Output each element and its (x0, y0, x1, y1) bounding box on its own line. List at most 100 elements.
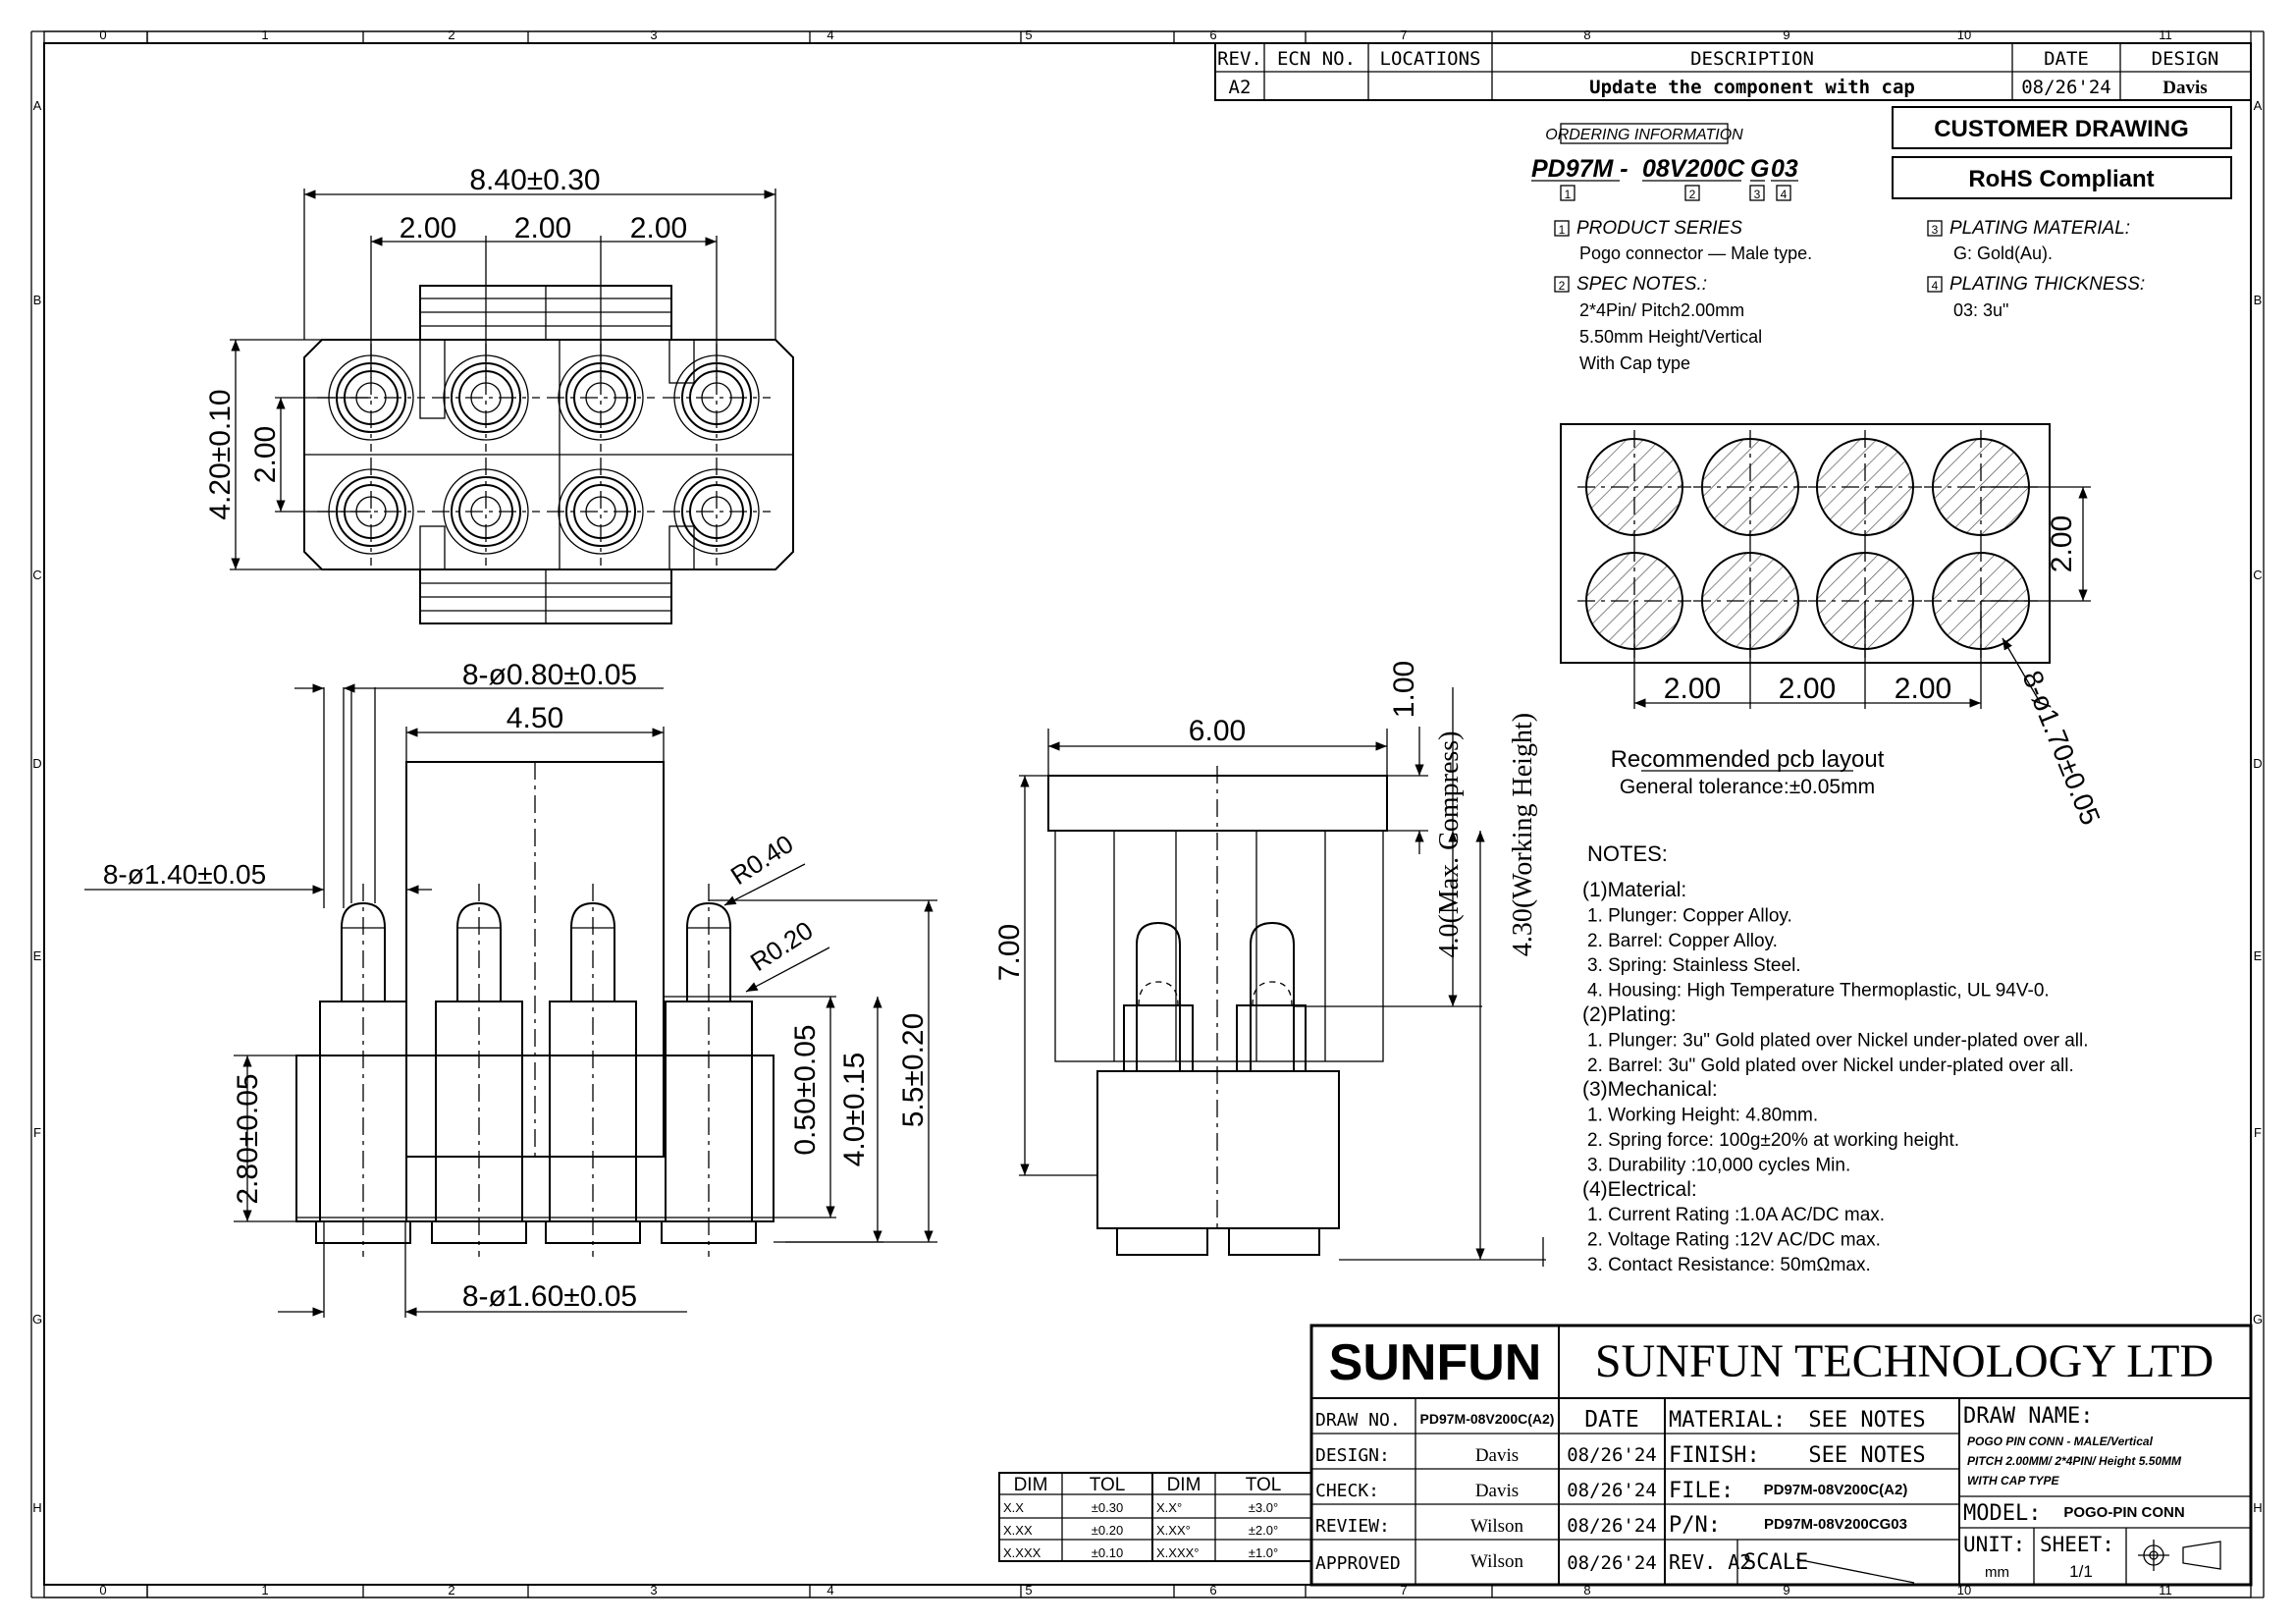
border-col-label: 1 (261, 1583, 268, 1597)
svg-text:08/26'24: 08/26'24 (1567, 1515, 1657, 1537)
note-line: 2. Voltage Rating :12V AC/DC max. (1587, 1230, 1881, 1251)
dim-overall-width: 8.40±0.30 (469, 164, 600, 196)
dim-pcb-hole: 8-ø1.70±0.05 (2016, 667, 2106, 830)
pogo-pin (431, 884, 527, 1257)
dim-pitch-2: 2.00 (514, 212, 571, 244)
company-name: SUNFUN TECHNOLOGY LTD (1595, 1335, 2214, 1387)
dim-row-pitch: 2.00 (249, 426, 282, 483)
model-name: POGO-PIN CONN (2063, 1504, 2184, 1521)
customer-drawing-badge: CUSTOMER DRAWING (1892, 106, 2232, 149)
designer: Davis (1475, 1445, 1519, 1466)
title-block: SUNFUN SUNFUN TECHNOLOGY LTD DRAW NO. PD… (1309, 1324, 2253, 1587)
border-col-label: 2 (448, 27, 454, 42)
svg-text:MODEL:: MODEL: (1963, 1501, 2041, 1526)
border-col-label: 3 (650, 27, 657, 42)
border-row-label: B (2254, 293, 2263, 307)
dim-55: 5.5±0.20 (897, 1013, 930, 1128)
svg-text:SHEET:: SHEET: (2040, 1533, 2114, 1556)
dim-barrel-diameter: 8-ø1.40±0.05 (103, 859, 266, 890)
svg-text:DESIGN:: DESIGN: (1315, 1445, 1390, 1466)
plating-material-title: PLATING MATERIAL: (1949, 218, 2130, 239)
part-plating: G (1750, 155, 1769, 183)
pcb-hole (1577, 430, 1691, 544)
plating-thickness-title: PLATING THICKNESS: (1949, 274, 2145, 295)
notes-lines: (1)Material:1. Plunger: Copper Alloy.2. … (1582, 879, 2089, 1275)
pin-hole (663, 458, 771, 566)
note-line: (1)Material: (1582, 879, 1686, 901)
dim-40: 4.0±0.15 (838, 1053, 871, 1167)
pogo-pin (661, 884, 757, 1257)
border-col-label: 7 (1400, 1583, 1407, 1597)
pcb-hole (1693, 430, 1807, 544)
note-line: 2. Barrel: Copper Alloy. (1587, 931, 1778, 951)
note-line: 3. Durability :10,000 cycles Min. (1587, 1155, 1850, 1175)
tol-dim: X.XXX (1003, 1545, 1041, 1560)
svg-text:4: 4 (1932, 279, 1939, 293)
svg-text:SEE NOTES: SEE NOTES (1808, 1408, 1925, 1433)
border-col-label: 3 (650, 1583, 657, 1597)
border-col-label: 8 (1583, 27, 1590, 42)
border-col-label: 5 (1025, 27, 1032, 42)
projection-symbol-icon (2138, 1540, 2221, 1571)
note-line: 3. Contact Resistance: 50mΩmax. (1587, 1255, 1871, 1275)
pcb-hole (1808, 430, 1922, 544)
description-value: Update the component with cap (1589, 77, 1915, 98)
revision-table: REV. ECN NO. LOCATIONS DESCRIPTION DATE … (1214, 42, 2252, 101)
border-col-label: 4 (827, 27, 833, 42)
border-col-label: 8 (1583, 1583, 1590, 1597)
part-spec: 08V200C (1642, 155, 1745, 183)
svg-text:08/26'24: 08/26'24 (1567, 1444, 1657, 1466)
pin-hole (547, 458, 655, 566)
approver: Wilson (1470, 1551, 1524, 1572)
dim-max-compress: 4.0(Max. Compress) (1434, 731, 1465, 958)
pogo-pin (315, 687, 411, 1257)
spec-line-2: 5.50mm Height/Vertical (1579, 327, 1762, 347)
svg-text:TOL: TOL (1090, 1475, 1126, 1495)
dim-side-height: 7.00 (993, 924, 1026, 981)
ordering-information: ORDERING INFORMATION PD97M - 08V200C G 0… (1531, 123, 2145, 373)
border-row-label: H (2253, 1500, 2262, 1515)
dim-050: 0.50±0.05 (789, 1024, 822, 1155)
tol-value: ±0.20 (1092, 1523, 1123, 1538)
tol-value: ±0.10 (1092, 1545, 1123, 1560)
svg-text:08/26'24: 08/26'24 (1567, 1552, 1657, 1574)
svg-text:P/N:: P/N: (1669, 1513, 1721, 1538)
locations-header: LOCATIONS (1380, 48, 1481, 70)
border-col-label: 9 (1783, 27, 1789, 42)
border-row-label: H (32, 1500, 41, 1515)
svg-text:mm: mm (1985, 1564, 2009, 1581)
rev-value: A2 (1229, 77, 1252, 98)
svg-text:4: 4 (1781, 188, 1788, 201)
tol-dim: X.X° (1156, 1500, 1182, 1515)
border-row-label: F (33, 1125, 41, 1140)
dim-cap-width: 4.50 (507, 702, 563, 734)
border-col-label: 6 (1209, 1583, 1216, 1597)
svg-text:3: 3 (1932, 223, 1939, 237)
front-view: 8-ø0.80±0.05 4.50 8-ø1.40±0.05 R0.40 R0.… (84, 659, 937, 1318)
svg-text:1: 1 (1559, 223, 1566, 237)
note-line: 1. Plunger: 3u" Gold plated over Nickel … (1587, 1030, 2089, 1051)
border-row-label: A (33, 98, 42, 113)
tol-dim: X.XX° (1156, 1523, 1191, 1538)
border-col-label: 4 (827, 1583, 833, 1597)
plating-thickness-text: 03: 3u" (1953, 300, 2008, 320)
rev-header: REV. (1217, 48, 1262, 70)
dim-side-width: 6.00 (1189, 715, 1246, 747)
border-col-label: 5 (1025, 1583, 1032, 1597)
border-col-label: 2 (448, 1583, 454, 1597)
design-value: Davis (2163, 78, 2207, 98)
border-row-label: C (2253, 568, 2262, 582)
svg-text:FILE:: FILE: (1669, 1479, 1734, 1503)
spec-line-1: 2*4Pin/ Pitch2.00mm (1579, 300, 1744, 320)
svg-text:SCALE: SCALE (1743, 1550, 1808, 1575)
dim-pin-diameter: 8-ø0.80±0.05 (462, 659, 637, 691)
border-row-label: B (33, 293, 42, 307)
note-line: 4. Housing: High Temperature Thermoplast… (1587, 981, 2050, 1001)
side-view: 6.00 7.00 1.00 4.0(Max. Compress) 4.30(W… (993, 661, 1546, 1267)
border-col-label: 10 (1957, 1583, 1971, 1597)
border-row-label: G (32, 1312, 42, 1326)
